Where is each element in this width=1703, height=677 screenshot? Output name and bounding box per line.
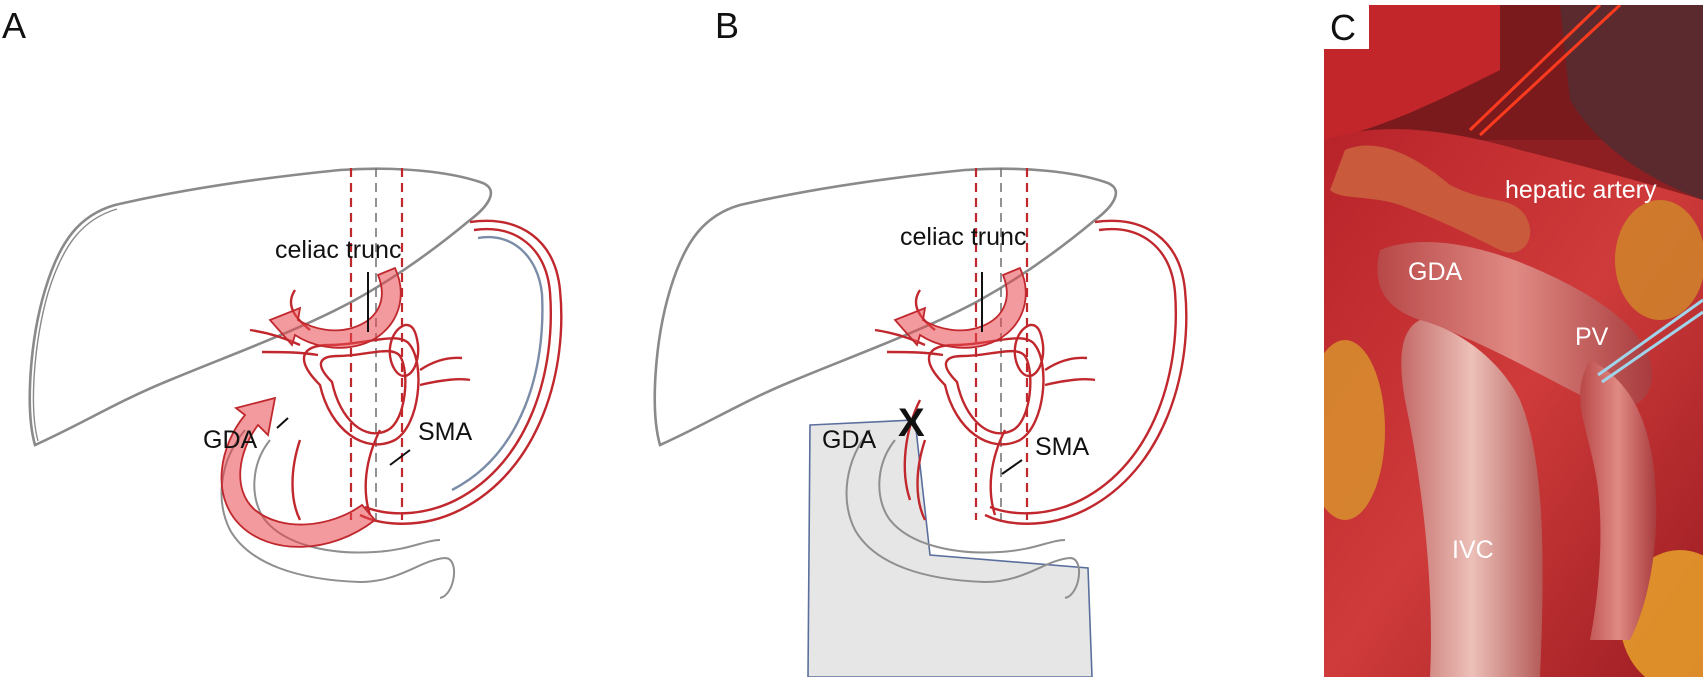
sma-branch-right-2 <box>419 378 471 387</box>
sma-label-b: SMA <box>1035 433 1090 461</box>
gda-leader-a <box>276 417 289 429</box>
duodenum-outline-inner-b <box>878 439 1066 554</box>
photo-shadow-region <box>1560 5 1703 200</box>
ligation-mark: X <box>898 401 925 445</box>
gda-stump-b <box>903 399 922 501</box>
hepatic-branch-1-b <box>874 328 926 347</box>
sma-branch-left-b <box>916 439 927 521</box>
celiac-ring-b <box>1013 323 1045 377</box>
photo-vessel-loop-blue-2 <box>1601 310 1703 384</box>
splenic-loop-outer <box>359 219 563 525</box>
photo-fat-left <box>1324 340 1385 520</box>
sma-branch-right <box>364 429 382 516</box>
photo-vessel-loop-red-2 <box>1478 5 1622 137</box>
gda-label-a: GDA <box>203 426 258 454</box>
flow-arrow-large <box>220 396 377 548</box>
ivc-label: IVC <box>1452 536 1494 564</box>
gda-label-b: GDA <box>822 426 877 454</box>
panel-a-letter: A <box>2 5 26 46</box>
photo-vessel-loop-red-1 <box>1468 5 1602 132</box>
gda-label-c: GDA <box>1408 258 1463 286</box>
sma-branch-left <box>291 439 302 521</box>
liver-outline-inner <box>32 208 118 442</box>
photo-hepatic-artery <box>1330 145 1531 253</box>
sma-leader-b <box>1001 459 1023 475</box>
panel-c-photo: hepatic artery GDA PV IVC C <box>1324 5 1703 677</box>
sma-leader-a <box>389 449 411 466</box>
liver-outline-b <box>653 167 1118 447</box>
splenic-loop-outer-b <box>984 219 1188 525</box>
photo-portal-vein <box>1580 360 1657 640</box>
photo-vessel-loop-blue-1 <box>1597 298 1703 377</box>
celiac-loop-inner-b <box>944 349 1032 435</box>
celiac-loop-outer-b <box>927 337 1045 446</box>
sma-branch-right-3-b <box>1044 356 1088 371</box>
splenic-loop-inner-b <box>989 227 1177 515</box>
duodenum-outline <box>220 429 456 599</box>
photo-gda-pv-vessel <box>1377 241 1652 408</box>
hepatic-branch-1 <box>249 328 301 347</box>
panel-b: B X celiac trunc <box>653 5 1188 677</box>
sma-branch-right-2-b <box>1044 378 1096 387</box>
hepatic-branch-3-b <box>886 350 944 357</box>
hepatic-artery-label: hepatic artery <box>1505 176 1657 204</box>
celiac-trunk-label-a: celiac trunc <box>275 236 401 264</box>
celiac-loop-outer <box>302 337 420 446</box>
splenic-loop-vein <box>451 235 544 492</box>
sma-branch-right-b <box>989 429 1007 516</box>
liver-outline <box>28 167 493 447</box>
photo-ivc <box>1401 320 1543 677</box>
panel-c-letter: C <box>1330 7 1356 48</box>
flow-arrow-small-b <box>893 266 1027 349</box>
hepatic-branch-3 <box>261 350 319 357</box>
sma-label-a: SMA <box>418 418 473 446</box>
duodenum-outline-b <box>845 429 1081 599</box>
celiac-trunk-label-b: celiac trunc <box>900 223 1026 251</box>
panel-a: A celiac trunc GDA <box>2 5 563 599</box>
photo-fat-right <box>1615 200 1703 320</box>
panel-b-letter: B <box>715 5 739 46</box>
splenic-loop-inner <box>364 227 552 515</box>
panel-c-letter-box <box>1324 5 1369 49</box>
celiac-loop-inner <box>319 349 407 435</box>
celiac-ring <box>388 323 420 377</box>
sma-branch-right-3 <box>419 356 463 371</box>
pv-label: PV <box>1575 323 1609 351</box>
